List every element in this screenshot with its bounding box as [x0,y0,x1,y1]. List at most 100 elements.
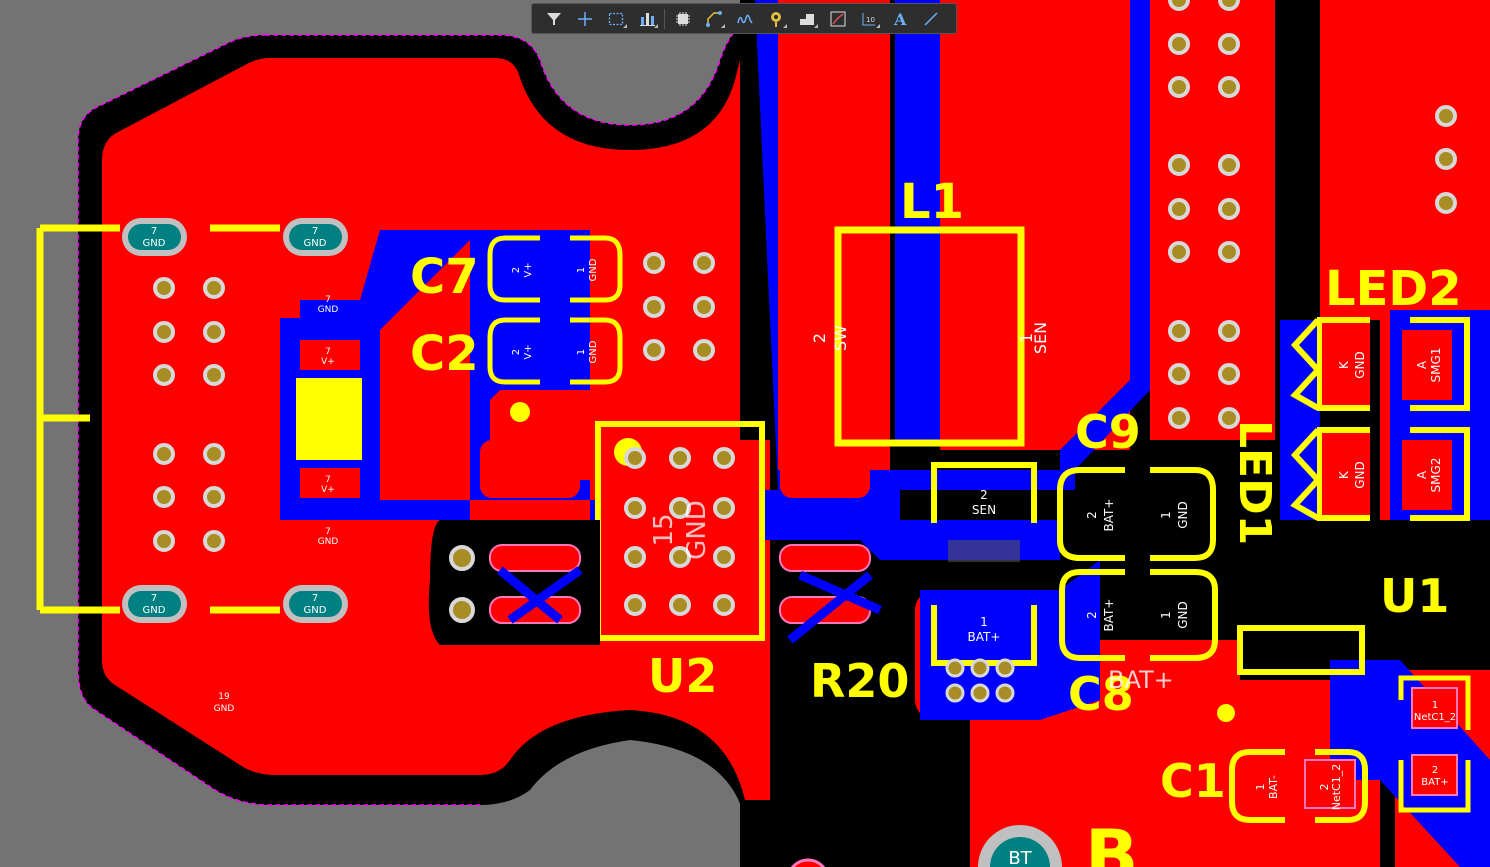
svg-text:A: A [893,10,907,28]
usb-pad-net: GND [304,238,327,249]
cap-c1[interactable] [1229,749,1368,823]
keepout-left [77,34,480,806]
r20-pad2-net: SEN [972,503,996,517]
pcb-toolbar: 10 A [531,3,957,34]
usb-pad-num: 7 [151,226,157,237]
label-c8: C8 [1068,667,1134,721]
r20-pad1-num: 1 [980,615,988,629]
c1-marker [1217,704,1235,722]
bt-label: BT [1008,848,1032,867]
dimension-icon[interactable]: 10 [853,5,884,32]
select-rectangle-icon[interactable] [600,5,631,32]
crosshair-icon[interactable] [569,5,600,32]
c2-pad1-net: GND [588,340,599,363]
pad-net: GND [318,537,339,547]
pad-num: 7 [325,295,331,305]
c2-pad1-num: 1 [576,349,587,355]
c8-pad1-net: GND [1176,601,1190,629]
usb-vias [153,277,225,552]
vias-c7 [643,252,715,361]
led2-k-net: GND [1353,351,1367,379]
cap-c8[interactable] [1059,569,1218,661]
led2-k: K [1337,360,1351,369]
u1-pad1-net: NetC1_2 [1414,712,1456,723]
led2-a: A [1415,360,1429,369]
c2-pad2-num: 2 [511,349,522,355]
pad-num: 7 [325,527,331,537]
label-c1: C1 [1160,754,1226,808]
usb-silk [36,224,120,614]
label-c9: C9 [1075,405,1141,459]
c8-pad2-num: 2 [1085,611,1099,619]
pad-num: 7 [325,347,331,357]
trace-batplus [920,560,1100,720]
pad-num: 19 [218,692,230,702]
c8-pad1-num: 1 [1159,611,1173,619]
label-c2: C2 [410,326,479,382]
chart-icon[interactable] [822,5,853,32]
usb-vplus-pad [300,468,360,498]
inductor-l1[interactable] [834,226,1025,447]
route-icon[interactable] [698,5,729,32]
led1-k-net: GND [1353,461,1367,489]
line-icon[interactable] [915,5,946,32]
partial-pad [790,858,826,867]
led1-k: K [1337,470,1351,479]
usb-pad-num: 7 [151,593,157,604]
usb-pad-net: GND [143,238,166,249]
led2[interactable] [1290,317,1470,411]
chip-u1[interactable] [1237,625,1471,813]
usb-center-pad [296,378,362,460]
u1-pad2-num: 2 [1432,765,1438,776]
l1-pad1-num: 1 [1017,333,1036,343]
cap-c9[interactable] [1057,467,1216,561]
usb-vplus-pad [300,340,360,370]
usb-slot-pads [122,218,348,623]
l1-pad1-net: SEN [1031,322,1050,354]
usb-pad-net: GND [304,605,327,616]
pad-net: V+ [321,485,335,495]
wave-icon[interactable] [729,5,760,32]
align-icon[interactable] [631,5,662,32]
chip-icon[interactable] [667,5,698,32]
u2-vias [624,447,735,616]
u1-pad2-net: BAT+ [1421,777,1448,788]
usb-pad-num: 7 [312,593,318,604]
label-led2: LED2 [1325,261,1462,317]
polygon-icon[interactable] [791,5,822,32]
via-icon[interactable] [760,5,791,32]
c7-pad2-num: 2 [511,267,522,273]
label-c7: C7 [410,249,479,305]
cap-c2[interactable] [487,317,623,385]
c9-pad2-net: BAT+ [1102,499,1116,532]
led1-a-net: SMG2 [1429,458,1443,493]
svg-text:10: 10 [866,16,875,24]
r20-pad2-num: 2 [980,488,988,502]
led1-a: A [1415,470,1429,479]
u2-pad-net: GND [682,500,712,560]
u2-pad-num: 15 [649,513,679,546]
bt-pad-inner [990,837,1050,867]
cap-c7[interactable] [487,235,623,303]
pad-net: V+ [321,357,335,367]
trace-l1-bottom [895,0,940,440]
c1-pad1-net: BAT- [1267,775,1280,799]
label-l1: L1 [900,174,964,230]
r20-pad1-net: BAT+ [968,630,1001,644]
text-icon[interactable]: A [884,5,915,32]
c1-pad2-num: 2 [1318,784,1331,791]
pin1-marker [510,402,530,422]
led1[interactable] [1290,427,1470,521]
trace-u1 [1330,660,1490,867]
header-vias [1168,0,1457,429]
c2-pad2-net: V+ [523,344,534,359]
filter-icon[interactable] [538,5,569,32]
trace-vplus-usb [300,230,480,330]
c8-pad2-net: BAT+ [1102,599,1116,632]
net-label-batplus: BAT+ [1108,666,1174,694]
copper-pour-right [1320,0,1490,320]
pad-net: GND [318,305,339,315]
usb-pad-num: 7 [312,226,318,237]
c9-pad2-num: 2 [1085,511,1099,519]
